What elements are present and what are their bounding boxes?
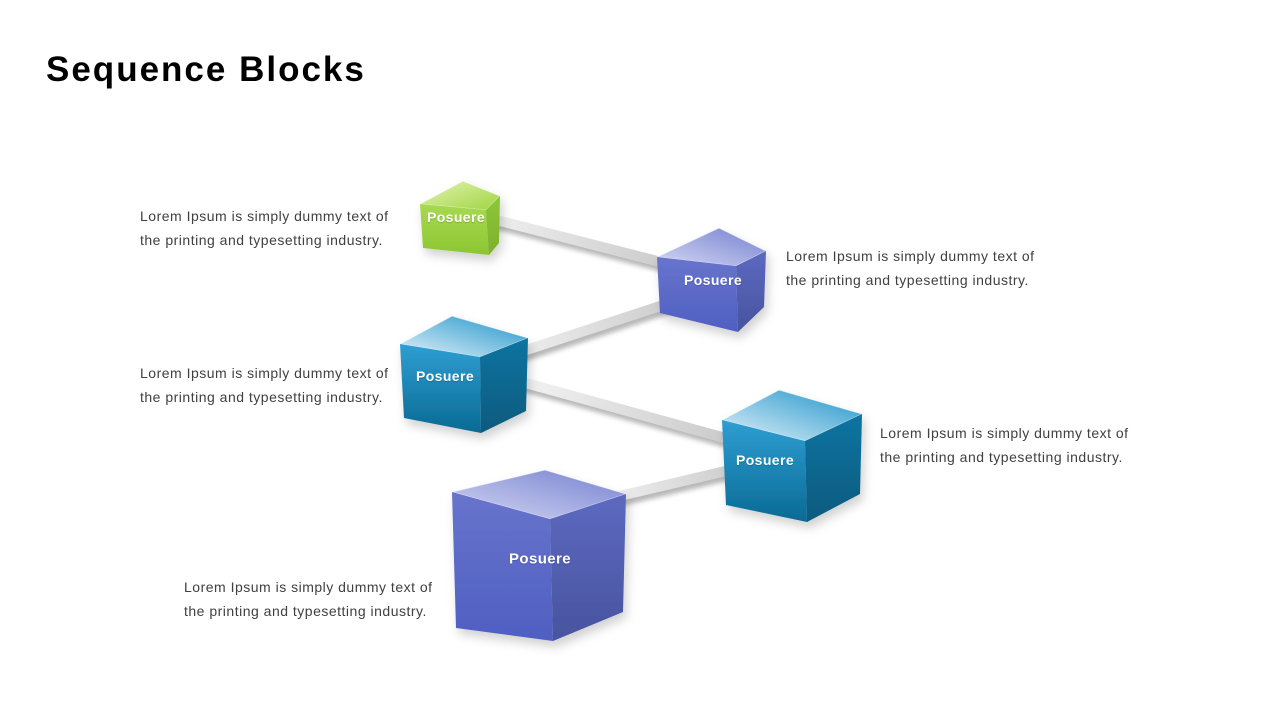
cube-2-right-face — [736, 251, 766, 332]
caption-block-3: Lorem Ipsum is simply dummy text of the … — [140, 361, 389, 409]
cube-block-2 — [656, 227, 767, 332]
caption-4-line-1: Lorem Ipsum is simply dummy text of — [880, 425, 1129, 441]
caption-block-4: Lorem Ipsum is simply dummy text of the … — [880, 421, 1129, 469]
connector-2-3 — [506, 297, 674, 361]
cube-3-front-face — [400, 344, 481, 433]
connector-ribbons — [463, 207, 742, 505]
caption-1-line-1: Lorem Ipsum is simply dummy text of — [140, 208, 389, 224]
cube-block-4 — [721, 389, 863, 522]
cube-5-front-face — [452, 492, 553, 641]
cube-3-label: Posuere — [415, 368, 475, 384]
caption-5-line-1: Lorem Ipsum is simply dummy text of — [184, 579, 433, 595]
caption-3-line-1: Lorem Ipsum is simply dummy text of — [140, 365, 389, 381]
cube-1-label: Posuere — [426, 209, 486, 225]
caption-5-line-2: the printing and typesetting industry. — [184, 603, 427, 619]
caption-block-5: Lorem Ipsum is simply dummy text of the … — [184, 575, 433, 623]
cube-block-1 — [419, 180, 501, 255]
cube-block-5 — [451, 469, 627, 641]
cube-3-right-face — [480, 338, 528, 433]
cube-2-label: Posuere — [683, 272, 743, 288]
caption-2-line-1: Lorem Ipsum is simply dummy text of — [786, 248, 1035, 264]
caption-block-1: Lorem Ipsum is simply dummy text of the … — [140, 204, 389, 252]
cube-2-front-face — [657, 257, 738, 332]
caption-1-line-2: the printing and typesetting industry. — [140, 232, 383, 248]
connector-1-2 — [463, 207, 687, 273]
caption-3-line-2: the printing and typesetting industry. — [140, 389, 383, 405]
cube-1-front-face — [420, 204, 489, 255]
caption-4-line-2: the printing and typesetting industry. — [880, 449, 1123, 465]
cube-5-label: Posuere — [509, 550, 571, 568]
caption-2-line-2: the printing and typesetting industry. — [786, 272, 1029, 288]
cube-4-label: Posuere — [735, 452, 795, 468]
slide-title: Sequence Blocks — [46, 50, 366, 89]
connector-3-4 — [513, 375, 742, 447]
cube-1-right-face — [486, 196, 500, 255]
cube-4-front-face — [722, 420, 807, 522]
caption-block-2: Lorem Ipsum is simply dummy text of the … — [786, 244, 1035, 292]
cube-5-right-face — [550, 494, 626, 641]
cube-block-3 — [399, 315, 529, 433]
cube-4-right-face — [805, 414, 862, 522]
